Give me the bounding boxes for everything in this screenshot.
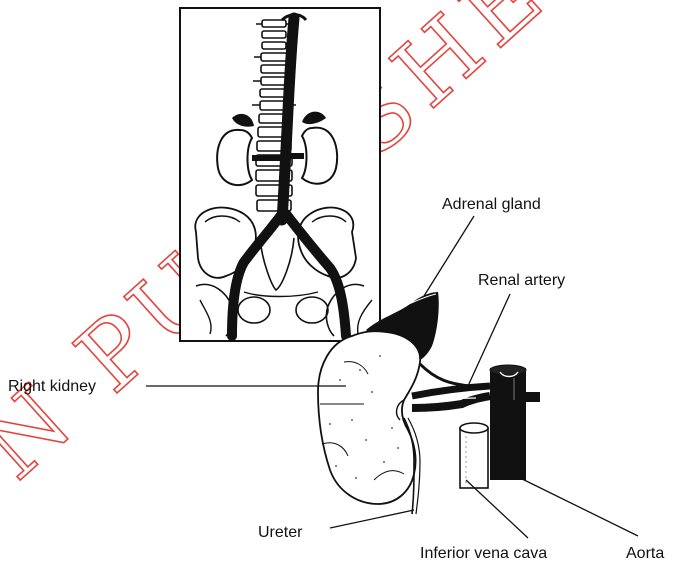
inset-left-kidney — [302, 128, 337, 184]
label-aorta: Aorta — [626, 545, 664, 563]
leader-inferior-vena-cava — [466, 480, 528, 538]
leader-aorta — [512, 474, 638, 536]
leader-ureter — [330, 510, 414, 528]
xray-inset — [180, 8, 380, 341]
aorta — [490, 368, 526, 480]
inferior-vena-cava — [460, 428, 488, 488]
label-right-kidney: Right kidney — [8, 378, 96, 396]
leader-adrenal-gland — [424, 216, 474, 296]
right-kidney — [318, 331, 420, 504]
inset-right-kidney — [217, 130, 252, 185]
label-adrenal-gland: Adrenal gland — [442, 196, 541, 214]
label-renal-artery: Renal artery — [478, 272, 565, 290]
label-ureter: Ureter — [258, 524, 302, 542]
label-inferior-vena-cava: Inferior vena cava — [420, 545, 547, 563]
